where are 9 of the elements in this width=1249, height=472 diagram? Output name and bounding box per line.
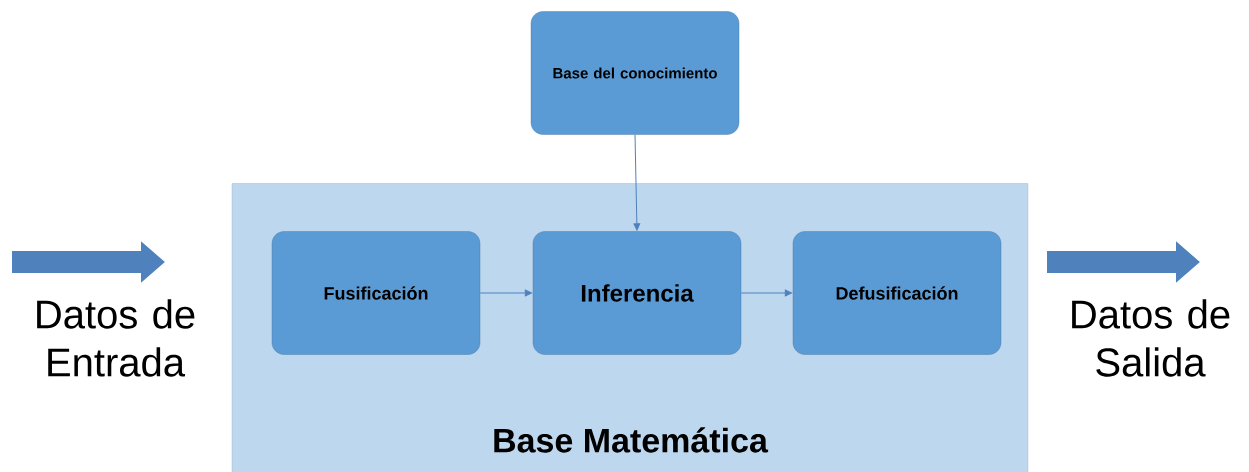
arrow (633, 134, 641, 231)
process-box: Base del conocimiento (530, 11, 740, 135)
arrow (740, 289, 793, 297)
process-box: Defusificación (792, 231, 1002, 355)
arrow (479, 289, 533, 297)
io-label: Datos de Entrada (37, 299, 195, 377)
io-label: Datos de Salida (1072, 299, 1230, 377)
process-box: Fusificación (271, 231, 481, 355)
process-box: Inferencia (532, 231, 742, 355)
